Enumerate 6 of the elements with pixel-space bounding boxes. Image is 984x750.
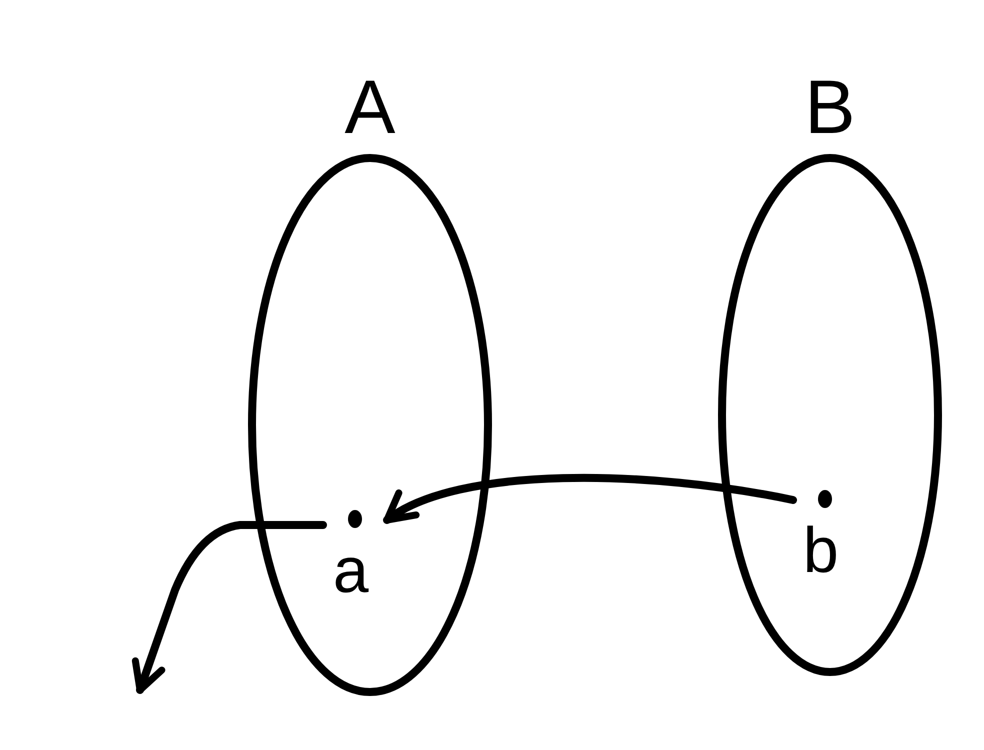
point-label: b — [803, 518, 839, 582]
arrow — [383, 474, 797, 524]
arrow — [132, 521, 327, 694]
set-label: A — [344, 70, 396, 146]
point-label: a — [333, 538, 369, 602]
set-label: B — [804, 70, 856, 146]
